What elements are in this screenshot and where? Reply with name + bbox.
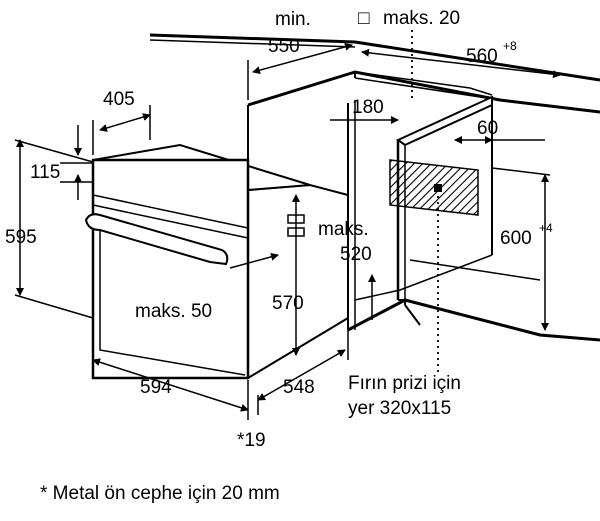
label-180: 180 [352, 97, 384, 118]
label-570: 570 [272, 293, 304, 314]
oven-handle [84, 213, 229, 266]
label-60: 60 [477, 118, 498, 139]
dimension-lines [14, 42, 561, 420]
label-520: 520 [340, 244, 372, 265]
socket-label-line2: yer 320x115 [348, 398, 451, 419]
label-star19: *19 [237, 430, 266, 451]
socket-area [389, 159, 479, 216]
label-600-sup: +4 [539, 221, 553, 235]
label-560-sup: +8 [503, 39, 517, 53]
oven [91, 143, 349, 380]
label-594: 594 [140, 377, 172, 398]
label-maks20: maks. 20 [383, 8, 460, 29]
dimension-labels: min. 550 □ maks. 20 560 +8 405 180 60 11… [5, 8, 553, 504]
label-maks20-box: □ [358, 8, 370, 29]
label-min: min. [275, 9, 311, 30]
label-115: 115 [30, 162, 60, 183]
label-maks-a: maks. [318, 219, 369, 240]
label-600: 600 [500, 228, 532, 249]
label-560: 560 [466, 46, 498, 67]
label-maks50: maks. 50 [135, 301, 212, 322]
label-595: 595 [5, 227, 37, 248]
label-405: 405 [103, 89, 135, 110]
label-550: 550 [268, 36, 300, 57]
socket-label-line1: Fırın prizi için [348, 373, 461, 394]
label-548: 548 [283, 377, 315, 398]
dotted-guides [411, 30, 439, 375]
footnote: * Metal ön cephe için 20 mm [40, 483, 280, 504]
